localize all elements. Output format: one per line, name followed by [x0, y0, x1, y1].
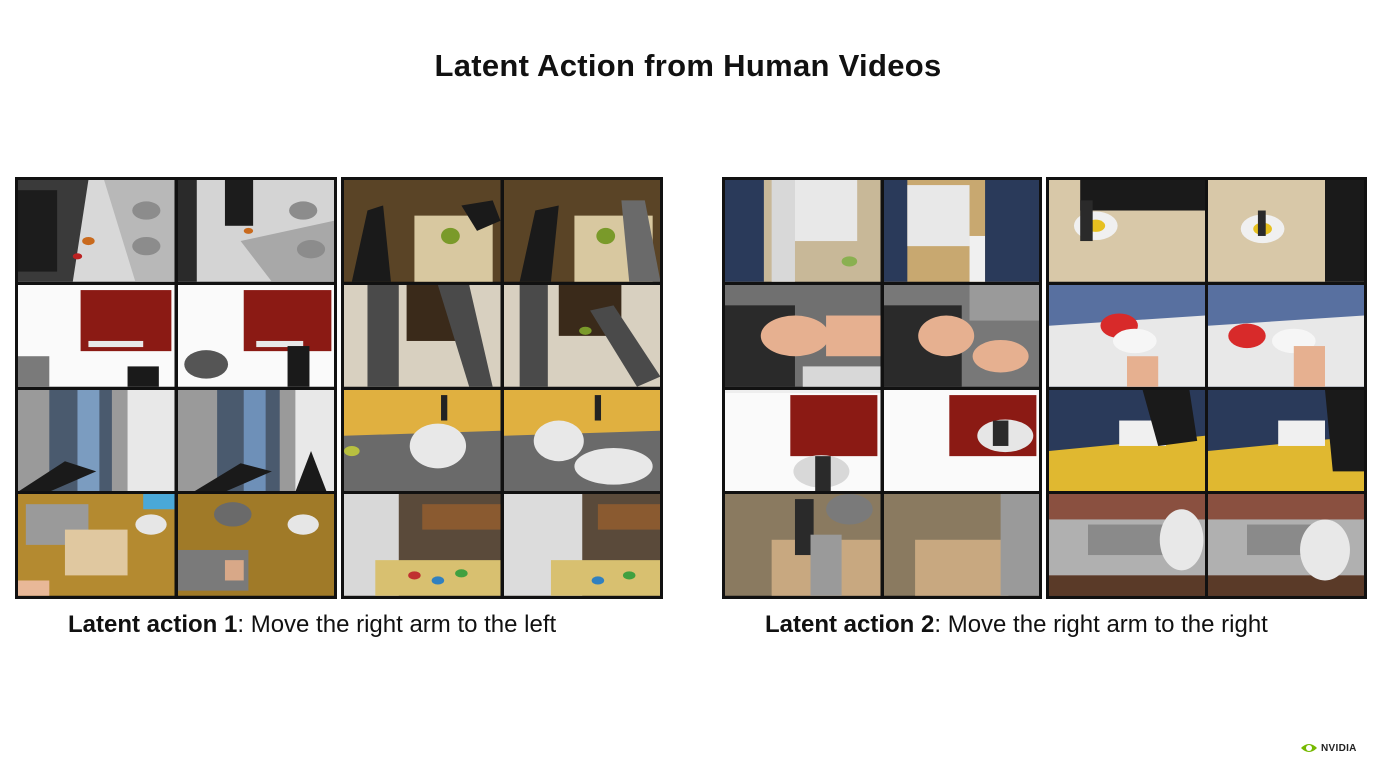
video-frame	[344, 284, 501, 387]
slide-title: Latent Action from Human Videos	[434, 48, 942, 83]
caption-bold: Latent action 2	[765, 611, 935, 638]
nvidia-logo: NVIDIA	[1300, 740, 1357, 756]
video-frame	[725, 284, 881, 387]
video-frame	[503, 389, 660, 492]
video-frame	[18, 284, 175, 387]
nvidia-eye-icon	[1301, 744, 1317, 752]
video-frame	[177, 180, 334, 282]
action1-right-grid	[341, 177, 663, 599]
video-frame	[1208, 389, 1364, 492]
video-frame	[503, 284, 660, 387]
video-frame	[1208, 180, 1364, 282]
action2-right-grid	[1046, 177, 1367, 599]
action2-left-grid	[722, 177, 1042, 599]
video-frame	[725, 389, 881, 492]
logo-text: NVIDIA	[1321, 742, 1357, 754]
video-frame	[177, 389, 334, 492]
caption-text: : Move the right arm to the left	[237, 611, 557, 638]
action1-left-grid	[15, 177, 337, 599]
video-frame	[883, 180, 1039, 282]
video-frame	[503, 494, 660, 596]
video-frame	[18, 389, 175, 492]
video-frame	[344, 494, 501, 596]
video-frame	[725, 180, 881, 282]
video-frame	[725, 494, 881, 596]
video-frame	[1049, 389, 1205, 492]
caption-latent-action-2: Latent action 2: Move the right arm to t…	[765, 611, 1268, 639]
video-frame	[18, 494, 175, 596]
video-frame	[883, 284, 1039, 387]
video-frame	[503, 180, 660, 282]
video-frame	[344, 389, 501, 492]
video-frame	[177, 284, 334, 387]
video-frame	[883, 389, 1039, 492]
video-frame	[177, 494, 334, 596]
video-frame	[1208, 284, 1364, 387]
caption-latent-action-1: Latent action 1: Move the right arm to t…	[68, 611, 556, 639]
video-frame	[1049, 494, 1205, 596]
video-frame	[344, 180, 501, 282]
video-frame	[883, 494, 1039, 596]
video-frame	[18, 180, 175, 282]
video-frame	[1208, 494, 1364, 596]
video-frame	[1049, 284, 1205, 387]
caption-bold: Latent action 1	[68, 611, 238, 638]
caption-text: : Move the right arm to the right	[934, 611, 1268, 638]
video-frame	[1049, 180, 1205, 282]
